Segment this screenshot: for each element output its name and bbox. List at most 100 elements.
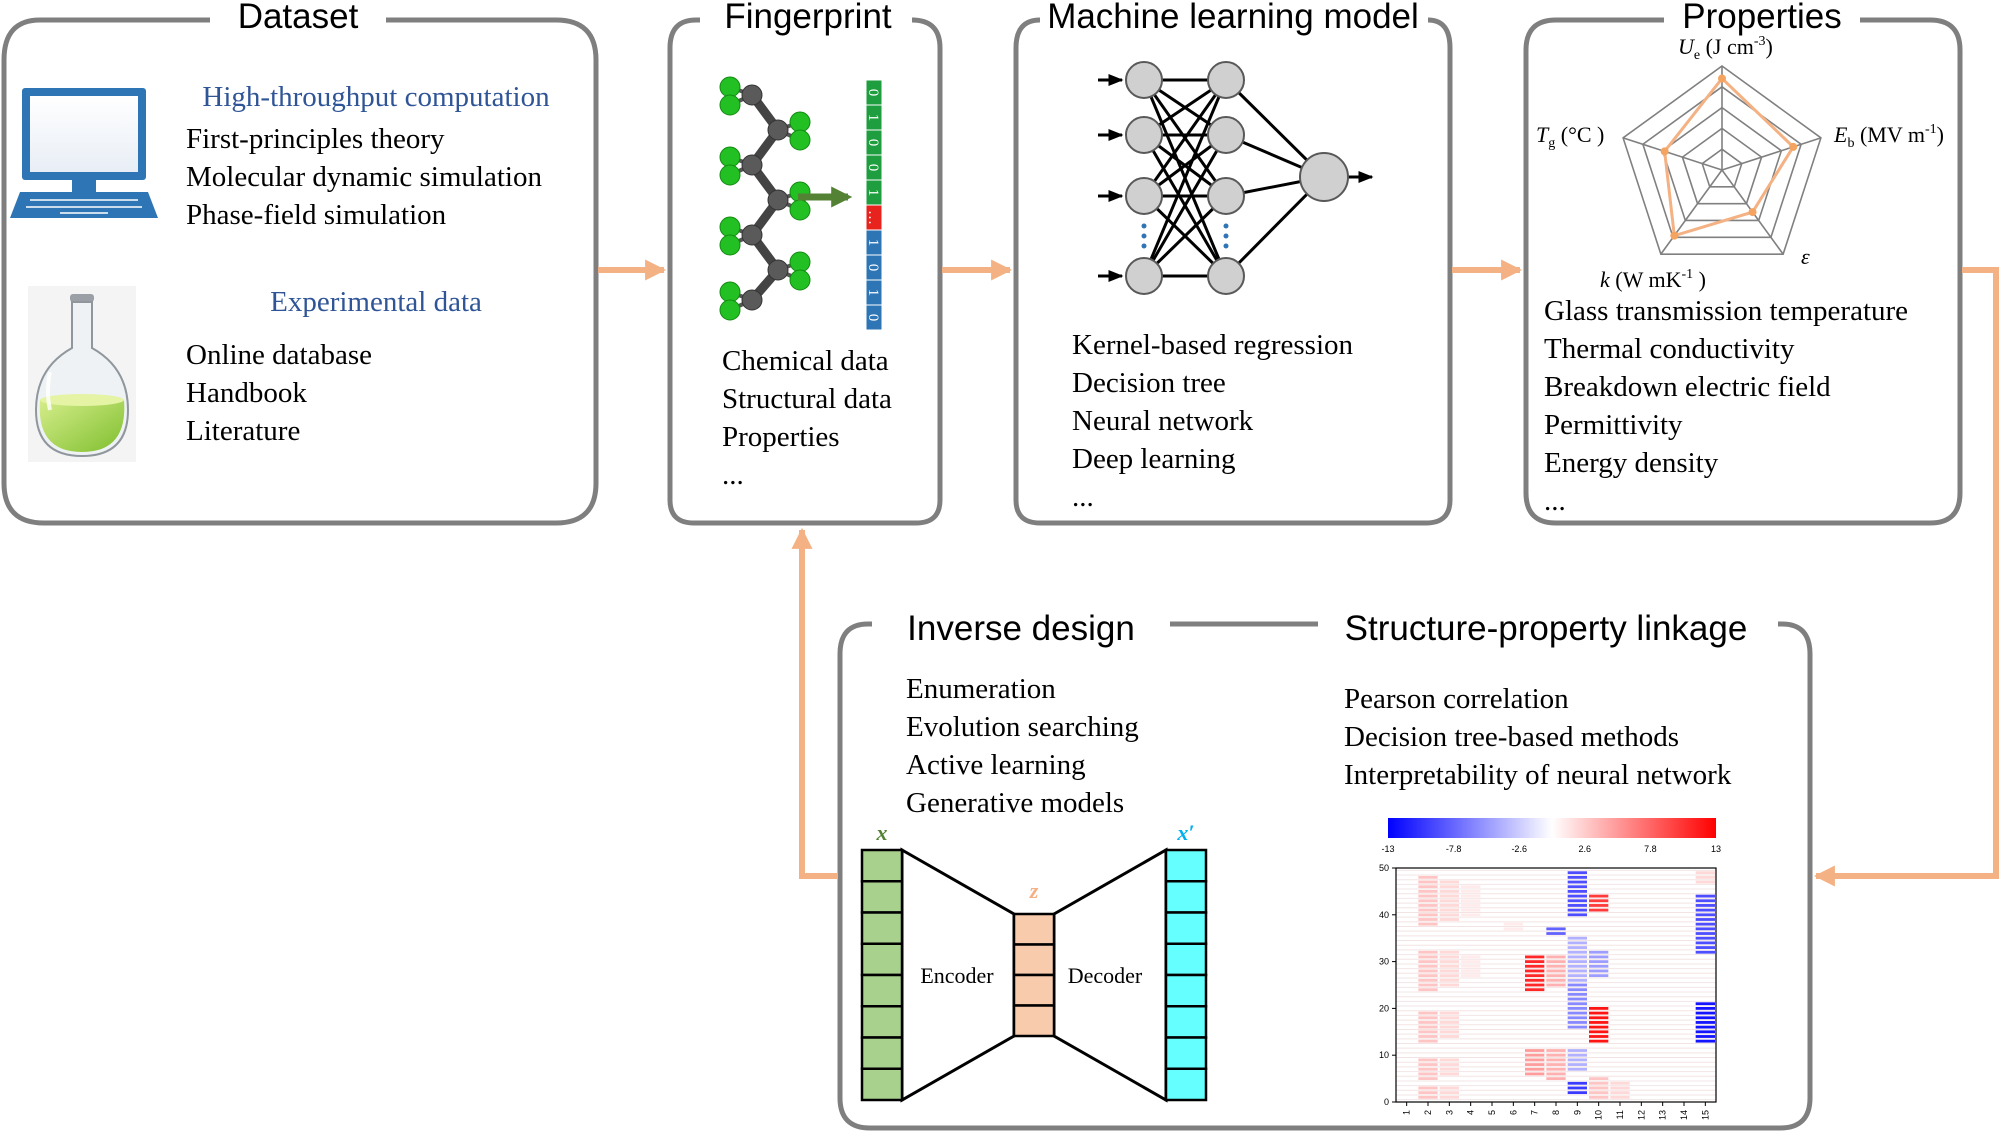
heatmap-cell	[1418, 918, 1438, 921]
heatmap-cell	[1439, 1072, 1459, 1076]
fingerprint-item: Chemical data	[722, 345, 889, 377]
radar-label-thermal-conductivity: k (W mK-1 )	[1600, 267, 1706, 292]
vector-cell	[860, 848, 904, 883]
htc-item: First-principles theory	[186, 123, 445, 155]
heatmap-cell	[1439, 889, 1459, 893]
properties-title: Properties	[1682, 0, 1842, 36]
heatmap-cell	[1567, 969, 1587, 973]
x-tick-label: 5	[1487, 1110, 1497, 1115]
heatmap-cell	[1439, 1091, 1459, 1095]
dataset-title: Dataset	[238, 0, 359, 36]
htc-item: Phase-field simulation	[186, 199, 447, 231]
y-tick-label: 50	[1379, 863, 1389, 873]
polymer-chain-molecule	[719, 76, 811, 321]
carbon-atom	[767, 119, 789, 141]
heatmap-cell	[1525, 1063, 1545, 1066]
dataset-panel: Dataset High-throughput computation Firs…	[1, 0, 599, 526]
heatmap-cell	[1525, 1072, 1545, 1076]
heatmap-cell	[1418, 1086, 1438, 1090]
heatmap-cell	[1546, 974, 1566, 978]
vector-cell	[1164, 1067, 1208, 1102]
heatmap-cell	[1418, 983, 1438, 987]
heatmap-cell	[1439, 964, 1459, 968]
radar-point	[1718, 74, 1726, 83]
vector-cell	[1164, 973, 1208, 1008]
vae-z-label: z	[1029, 878, 1039, 903]
heatmap-cell	[1567, 1021, 1587, 1024]
heatmap-cell	[1589, 1077, 1609, 1081]
radar-axis	[1622, 137, 1723, 171]
property-item: Permittivity	[1544, 409, 1683, 441]
radar-label-breakdown-field: Eb (MV m-1)	[1833, 122, 1944, 151]
carbon-atom	[741, 154, 763, 176]
heatmap-cell	[1525, 960, 1545, 964]
heatmap-cell	[1567, 974, 1587, 978]
ml-model-panel: Machine learning model Kernel-based regr…	[1013, 0, 1453, 526]
heatmap-cell	[1418, 908, 1438, 912]
ml-item: Deep learning	[1072, 443, 1235, 475]
fingerprint-bit-value: 0	[865, 314, 881, 322]
radar-grid-ring	[1681, 127, 1763, 205]
heatmap-cell	[1567, 880, 1587, 884]
heatmap-cell	[1695, 936, 1715, 940]
heatmap-cell	[1589, 969, 1609, 973]
heatmap-cell	[1439, 1058, 1459, 1062]
vector-cell	[1164, 880, 1208, 914]
radar-grid-ring	[1641, 85, 1803, 239]
heatmap-cell	[1567, 1025, 1587, 1029]
heatmap-cell	[1439, 880, 1459, 884]
y-tick-label: 0	[1384, 1097, 1389, 1107]
nn-ellipsis-dot	[1223, 223, 1229, 229]
heatmap-cell	[1695, 950, 1715, 954]
heatmap-cell	[1439, 1016, 1459, 1020]
heatmap-cell	[1418, 1072, 1438, 1076]
heatmap-cell	[1439, 1011, 1459, 1015]
heatmap-cell	[1567, 997, 1587, 1001]
carbon-atom	[741, 84, 763, 106]
carbon-atom	[741, 289, 763, 311]
heatmap-cell	[1589, 950, 1609, 954]
heatmap-cell	[1589, 1086, 1609, 1090]
experimental-heading: Experimental data	[270, 286, 482, 318]
arrow-inverse-design-to-fingerprint	[791, 527, 838, 879]
heatmap-cell	[1567, 1016, 1587, 1020]
heatmap-cell	[1525, 1067, 1545, 1071]
heatmap-cell	[1418, 885, 1438, 889]
heatmap-cell	[1567, 1002, 1587, 1006]
radar-series-line	[1663, 76, 1796, 238]
fluorine-atom	[719, 234, 741, 256]
property-item: Thermal conductivity	[1544, 333, 1795, 365]
heatmap-cell	[1418, 1011, 1438, 1015]
nn-neuron	[1125, 61, 1163, 99]
ml-model-title: Machine learning model	[1047, 0, 1419, 36]
heatmap-cell	[1439, 1035, 1459, 1038]
x-tick-label: 2	[1423, 1110, 1433, 1115]
heatmap-cell	[1567, 1049, 1587, 1052]
heatmap-cell	[1567, 1063, 1587, 1066]
heatmap-cell	[1567, 1053, 1587, 1057]
heatmap-cell	[1418, 1058, 1438, 1062]
heatmap-cell	[1695, 880, 1715, 884]
heatmap-cell	[1525, 988, 1545, 992]
heatmap-cell	[1418, 969, 1438, 973]
heatmap-cell	[1567, 1091, 1587, 1095]
radar-point	[1789, 142, 1798, 151]
radar-axis	[1660, 169, 1723, 255]
colorbar	[1388, 818, 1716, 838]
flow-arrows	[598, 259, 1999, 887]
heatmap-cell	[1439, 955, 1459, 959]
inverse-design-item: Active learning	[906, 749, 1086, 781]
heatmap-cell	[1461, 955, 1481, 959]
heatmap-cell	[1546, 1067, 1566, 1071]
vector-cell	[860, 911, 904, 945]
heatmap-cell	[1461, 889, 1481, 893]
carbon-atom	[767, 189, 789, 211]
heatmap-cell	[1418, 1030, 1438, 1034]
fluorine-atom	[719, 94, 741, 116]
vector-cell	[860, 942, 904, 977]
heatmap-cell	[1695, 875, 1715, 879]
heatmap-cell	[1461, 908, 1481, 912]
heatmap-cell	[1567, 978, 1587, 982]
heatmap-cell	[1589, 1011, 1609, 1015]
colorbar-tick-label: -2.6	[1511, 844, 1527, 854]
